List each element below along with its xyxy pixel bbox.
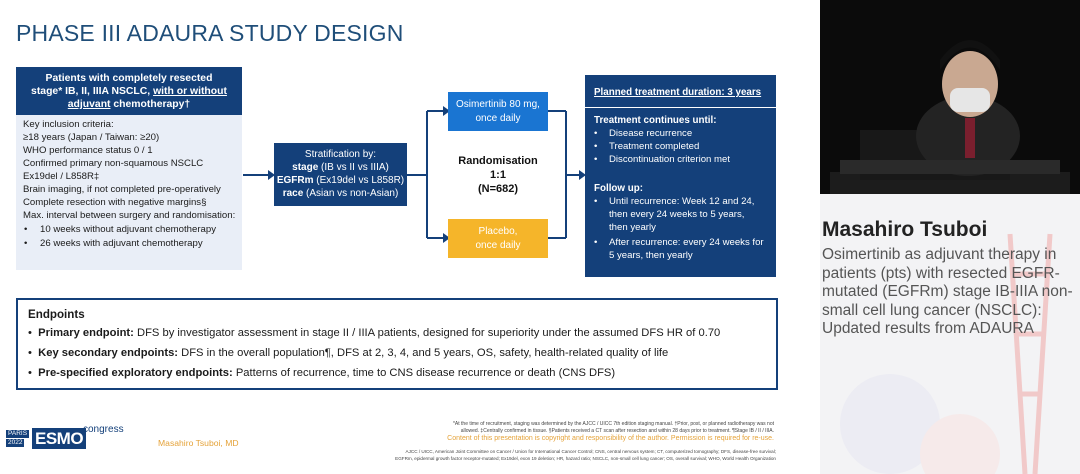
footer-copyright: Content of this presentation is copyrigh… — [447, 435, 774, 442]
patients-line-2a: stage* IB, II, IIIA NSCLC, — [31, 86, 154, 97]
logo-year: 2022 — [6, 439, 25, 447]
stratification-title: Stratification by: — [304, 149, 377, 160]
endpoint-primary-label: Primary endpoint: — [38, 327, 134, 339]
followup-item-2-line-2: 5 years, then yearly — [609, 250, 693, 261]
continues-item: Discontinuation criterion met — [609, 154, 731, 165]
continues-item: Treatment completed — [609, 141, 700, 152]
arrows-randomisation-split — [407, 106, 450, 243]
continues-dot: • — [594, 128, 598, 139]
criteria-item: Confirmed primary non-squamous NSCLC — [23, 158, 204, 169]
criteria-bullet: 10 weeks without adjuvant chemotherapy — [40, 224, 216, 235]
continues-dot: • — [594, 141, 598, 152]
placebo-arm-box: Placebo, once daily — [448, 219, 548, 258]
speaker-panel — [820, 0, 1080, 474]
endpoint-secondary-label: Key secondary endpoints: — [38, 347, 179, 359]
patients-line-2b: with or without — [153, 86, 227, 97]
stratification-stage-label: stage — [292, 162, 319, 173]
logo-city: PARIS — [6, 430, 30, 438]
speaker-video — [820, 0, 1080, 194]
followup-item-1-line-2: then every 24 weeks to 5 years, — [609, 209, 745, 220]
esmo-logo: PARIS 2022 ESMO congress — [6, 424, 126, 454]
patients-line-1: Patients with completely resected — [45, 73, 213, 84]
criteria-box: Key inclusion criteria: ≥18 years (Japan… — [16, 115, 242, 270]
criteria-item: Brain imaging, if not completed pre-oper… — [23, 184, 221, 195]
background-decoration — [820, 194, 1080, 474]
endpoint-secondary-text: DFS in the overall population¶, DFS at 2… — [178, 347, 669, 359]
patients-line-3: adjuvant chemotherapy† — [16, 99, 242, 110]
followup-item-1-line-1: Until recurrence: Week 12 and 24, — [609, 196, 755, 207]
patients-header-box: Patients with completely resected stage*… — [16, 67, 242, 115]
bullet: • — [28, 367, 39, 379]
stratification-stage-values: (IB vs II vs IIIA) — [318, 162, 389, 173]
followup-item-1-line-3: then yearly — [609, 222, 656, 233]
endpoint-exploratory-text: Patterns of recurrence, time to CNS dise… — [232, 367, 616, 379]
treatment-duration: Planned treatment duration: 3 years — [594, 87, 762, 98]
followup-item-2-line-1: After recurrence: every 24 weeks for — [609, 237, 764, 248]
criteria-item: ≥18 years (Japan / Taiwan: ≥20) — [23, 132, 160, 143]
stratification-egfrm-label: EGFRm — [276, 175, 314, 186]
placebo-line-2: once daily — [475, 240, 521, 251]
followup-dot: • — [594, 196, 598, 207]
treatment-divider — [585, 107, 776, 108]
stratification-box: Stratification by: stage (IB vs II vs II… — [274, 143, 407, 206]
criteria-item: Key inclusion criteria: — [23, 119, 114, 130]
endpoints-title: Endpoints — [28, 308, 85, 321]
arrow-to-stratification — [243, 170, 275, 180]
footer-presenter: Masahiro Tsuboi, MD — [158, 438, 239, 448]
endpoint-secondary: • Key secondary endpoints: DFS in the ov… — [28, 347, 668, 359]
patients-line-3b: chemotherapy† — [110, 99, 191, 110]
footer-note: EGFRm, epidermal growth factor receptor-… — [395, 456, 776, 461]
followup-title: Follow up: — [594, 183, 643, 194]
criteria-bullet-dot: • — [24, 238, 28, 249]
continues-dot: • — [594, 154, 598, 165]
treatment-box: Planned treatment duration: 3 years Trea… — [585, 75, 776, 277]
continues-title: Treatment continues until: — [594, 115, 717, 126]
criteria-bullet: 26 weeks with adjuvant chemotherapy — [40, 238, 203, 249]
placebo-line-1: Placebo, — [478, 226, 518, 237]
logo-congress: congress — [83, 424, 124, 435]
continues-item: Disease recurrence — [609, 128, 693, 139]
stratification-race-values: (Asian vs non-Asian) — [303, 188, 399, 199]
criteria-item: Ex19del / L858R‡ — [23, 171, 100, 182]
footer-note: allowed. ‡Centrally confirmed in tissue.… — [460, 428, 774, 434]
stratification-race-label: race — [282, 188, 304, 199]
endpoint-exploratory: • Pre-specified exploratory endpoints: P… — [28, 367, 615, 379]
speaker-name: Masahiro Tsuboi — [822, 218, 988, 241]
stratification-race: race (Asian vs non-Asian) — [274, 188, 407, 199]
speaker-video-frame — [820, 0, 1080, 194]
osimertinib-arm-box: Osimertinib 80 mg, once daily — [448, 92, 548, 131]
talk-title: Osimertinib as adjuvant therapy in patie… — [822, 246, 1073, 338]
footer-note: AJCC / UICC, American Joint Committee on… — [405, 449, 776, 454]
endpoint-primary: • Primary endpoint: DFS by investigator … — [28, 327, 720, 339]
stratification-stage: stage (IB vs II vs IIIA) — [274, 162, 407, 173]
footer-note: *At the time of recruitment, staging was… — [452, 421, 774, 427]
stratification-egfrm: EGFRm (Ex19del vs L858R) — [274, 175, 407, 186]
endpoint-exploratory-label: Pre-specified exploratory endpoints: — [38, 367, 233, 379]
presentation-slide: PHASE III ADAURA STUDY DESIGN Patients w… — [6, 20, 778, 461]
slide-title: PHASE III ADAURA STUDY DESIGN — [16, 20, 404, 46]
patients-line-2: stage* IB, II, IIIA NSCLC, with or witho… — [16, 86, 242, 97]
osimertinib-line-1: Osimertinib 80 mg, — [456, 99, 540, 110]
criteria-item: Max. interval between surgery and random… — [23, 210, 236, 221]
followup-dot: • — [594, 237, 598, 248]
logo-name: ESMO — [32, 428, 87, 449]
bullet: • — [28, 327, 39, 339]
randomisation-line-1: Randomisation — [458, 155, 538, 167]
patients-line-3a: adjuvant — [67, 99, 111, 110]
endpoints-box: Endpoints • Primary endpoint: DFS by inv… — [16, 298, 778, 390]
osimertinib-line-2: once daily — [475, 113, 521, 124]
stratification-egfrm-values: (Ex19del vs L858R) — [313, 175, 405, 186]
criteria-item: Complete resection with negative margins… — [23, 197, 207, 208]
bullet: • — [28, 347, 39, 359]
randomisation-line-3: (N=682) — [477, 183, 519, 195]
endpoint-primary-text: DFS by investigator assessment in stage … — [133, 327, 721, 339]
criteria-item: WHO performance status 0 / 1 — [23, 145, 153, 156]
criteria-bullet-dot: • — [24, 224, 28, 235]
arrows-to-treatment — [548, 110, 586, 239]
randomisation-line-2: 1:1 — [490, 169, 506, 181]
